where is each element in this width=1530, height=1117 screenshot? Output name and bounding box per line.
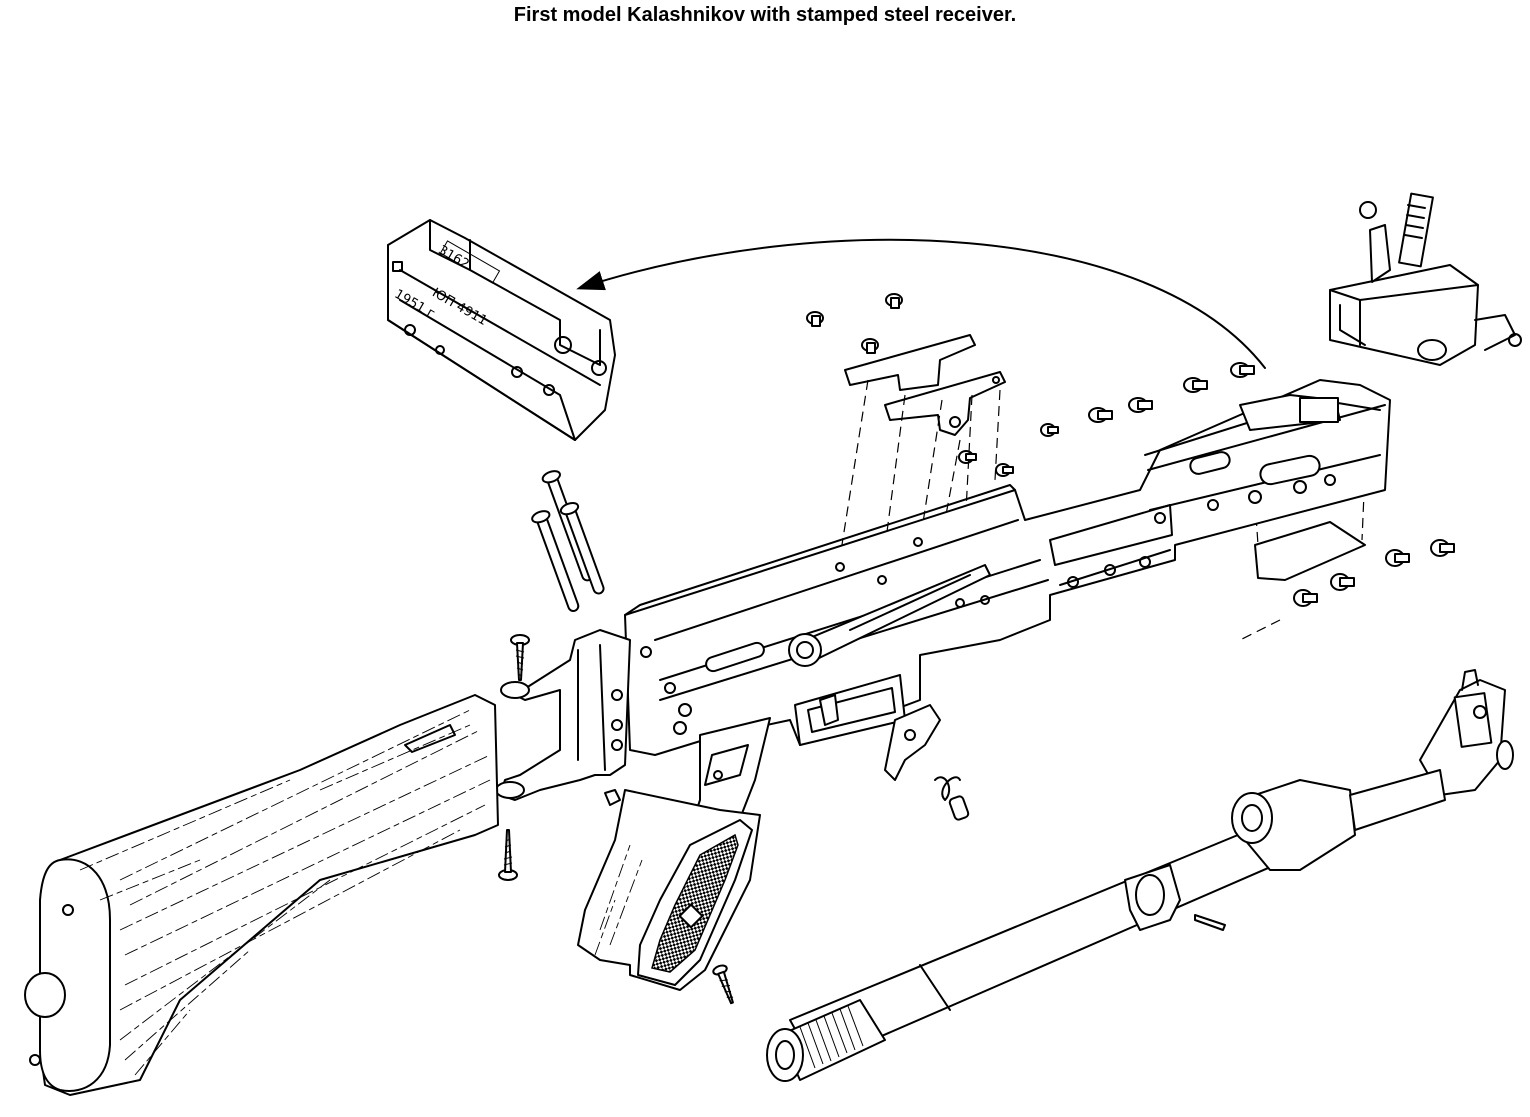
rear-receiver-section: ЮП 4911 1951 г 3162 bbox=[387, 219, 616, 441]
barrel-assembly bbox=[766, 669, 1514, 1082]
cross-pins bbox=[531, 470, 605, 613]
small-parts bbox=[604, 704, 970, 821]
guide-rail-plates bbox=[844, 334, 1006, 436]
pistol-grip bbox=[577, 789, 761, 991]
rivets-upper bbox=[806, 293, 1255, 477]
trigger-guard-plate bbox=[1254, 521, 1366, 581]
rivets-lower-right bbox=[1293, 539, 1455, 607]
wooden-buttstock bbox=[24, 694, 499, 1096]
wood-screws bbox=[498, 634, 734, 1005]
relocation-arrow bbox=[576, 238, 1266, 369]
stock-tang bbox=[495, 629, 631, 801]
pin-hole bbox=[554, 336, 572, 354]
stamped-receiver bbox=[624, 379, 1391, 756]
trigger-group-assembly bbox=[1329, 192, 1522, 366]
diagram-title: First model Kalashnikov with stamped ste… bbox=[513, 4, 1017, 26]
